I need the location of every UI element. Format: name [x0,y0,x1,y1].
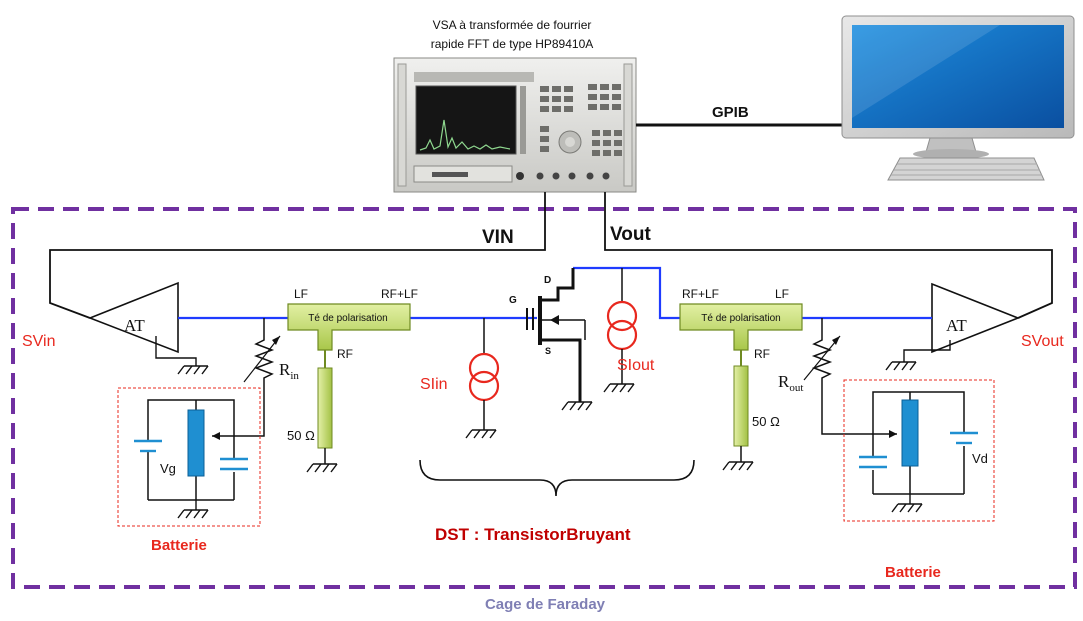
output-amplifier [932,284,1018,352]
vg-label: Vg [160,461,176,476]
bias-tee-left: Té de polarisation [288,304,410,350]
bias-tee-left-lf: LF [294,287,308,301]
load-50ohm-left [318,368,332,448]
vin-label: VIN [482,227,514,248]
transistor-gate-label: G [509,295,517,306]
svin-port-label: SVin [22,333,56,350]
battery-icon-left [134,441,162,451]
vd-label: Vd [972,451,988,466]
transistor-drain-label: D [544,275,551,286]
bias-tee-right-label: Té de polarisation [701,313,781,324]
bias-tee-left-label: Té de polarisation [308,313,388,324]
vsa-analyzer [394,58,636,192]
input-amplifier-label: AT [124,316,145,335]
potentiometer-left [188,410,204,476]
gpib-label: GPIB [712,104,749,121]
noise-source-input [470,354,498,400]
rin-label: Rin [279,360,299,382]
load-50ohm-right [734,366,748,446]
vsa-caption-line1: VSA à transformée de fourrier [433,18,592,32]
rout-label: Rout [778,372,803,394]
transistor-source-label: S [545,346,551,356]
capacitor-right [859,457,887,467]
battery-right-label: Batterie [885,564,941,581]
ground-icons [156,336,950,518]
computer-icon [842,16,1074,180]
vsa-screen [416,86,516,154]
noise-output-label: SIout [617,357,655,374]
battery-left-label: Batterie [151,537,207,554]
faraday-cage-label: Cage de Faraday [485,596,606,613]
bias-tee-left-rflf: RF+LF [381,287,418,301]
battery-icon-right [950,433,978,443]
noise-input-label: SIin [420,376,448,393]
svout-port-label: SVout [1021,333,1064,350]
bias-tee-right-rf: RF [754,347,770,361]
bias-tee-right-lf: LF [775,287,789,301]
transistor-symbol [525,268,585,402]
load-50ohm-right-label: 50 Ω [752,414,780,429]
potentiometer-right [902,400,918,466]
load-50ohm-left-label: 50 Ω [287,428,315,443]
noise-source-output [608,302,636,349]
dut-label: DST : TransistorBruyant [435,525,631,544]
capacitor-left [220,459,248,469]
bias-tee-right: Té de polarisation [680,304,802,350]
vout-label: Vout [610,224,651,245]
output-amplifier-label: AT [946,316,967,335]
vsa-caption-line2: rapide FFT de type HP89410A [431,37,594,51]
bias-tee-left-rf: RF [337,347,353,361]
bias-tee-right-rflf: RF+LF [682,287,719,301]
dut-brace [420,460,694,496]
